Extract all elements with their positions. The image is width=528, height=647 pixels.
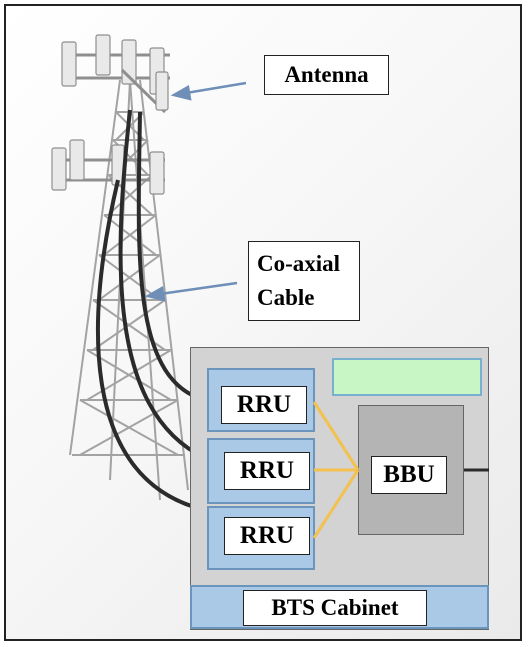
status-panel xyxy=(332,358,482,396)
coaxial-cable-label: Co-axial Cable xyxy=(248,241,360,321)
coaxial-label-line2: Cable xyxy=(257,285,315,310)
bbu-label: BBU xyxy=(371,456,447,494)
coaxial-label-line1: Co-axial xyxy=(257,251,341,276)
bts-cabinet-label: BTS Cabinet xyxy=(243,590,427,626)
tower-lattice xyxy=(69,79,189,501)
antenna-label: Antenna xyxy=(264,55,389,95)
rru-label-1: RRU xyxy=(221,386,307,424)
antenna-array xyxy=(51,34,170,195)
rru-label-2: RRU xyxy=(224,452,310,490)
coaxial-cables xyxy=(96,109,206,512)
rru-label-3: RRU xyxy=(224,517,310,555)
callout-arrows xyxy=(144,81,247,302)
